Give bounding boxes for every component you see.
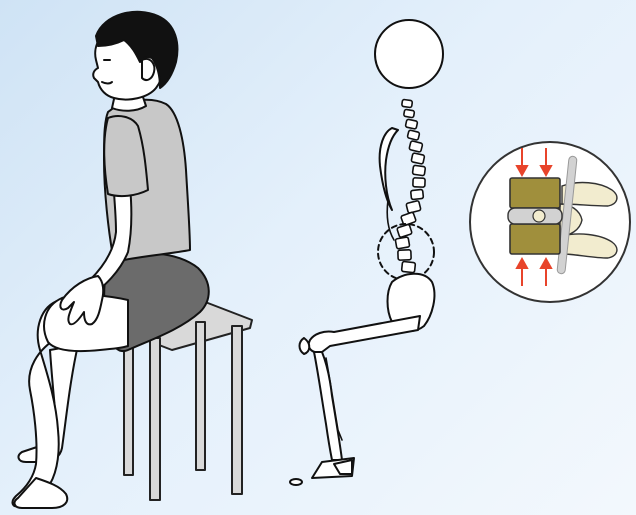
vertebra [402,261,416,272]
vertebra [411,153,425,164]
femur [309,316,420,352]
scapula [380,128,398,210]
stool-leg-back-right [196,322,205,470]
vertebra [398,250,411,260]
vertebral-body-upper [510,178,560,208]
foot-bone-toe [290,479,302,485]
stool-leg-front-right [232,326,242,494]
vertebra [404,109,415,118]
seated-person [13,12,209,508]
skull [375,20,443,88]
seated-skeleton [290,20,443,485]
vertebra [406,200,421,213]
vertebral-body-lower [510,224,560,254]
vertebra [402,99,413,107]
person-front-foot [15,478,68,508]
vertebra [412,165,425,176]
disc-compression-detail [470,142,630,302]
vertebra [413,178,425,187]
patella [300,338,310,354]
vertebra [397,224,412,238]
vertebra [409,141,423,153]
vertebra [405,119,417,129]
vertebra [411,189,424,199]
nucleus-pulposus [533,210,545,222]
vertebra [407,130,420,140]
person-ear [142,59,154,80]
stool-leg-front-left [150,338,160,500]
vertebra [395,237,410,249]
vertebral-column [395,99,425,272]
